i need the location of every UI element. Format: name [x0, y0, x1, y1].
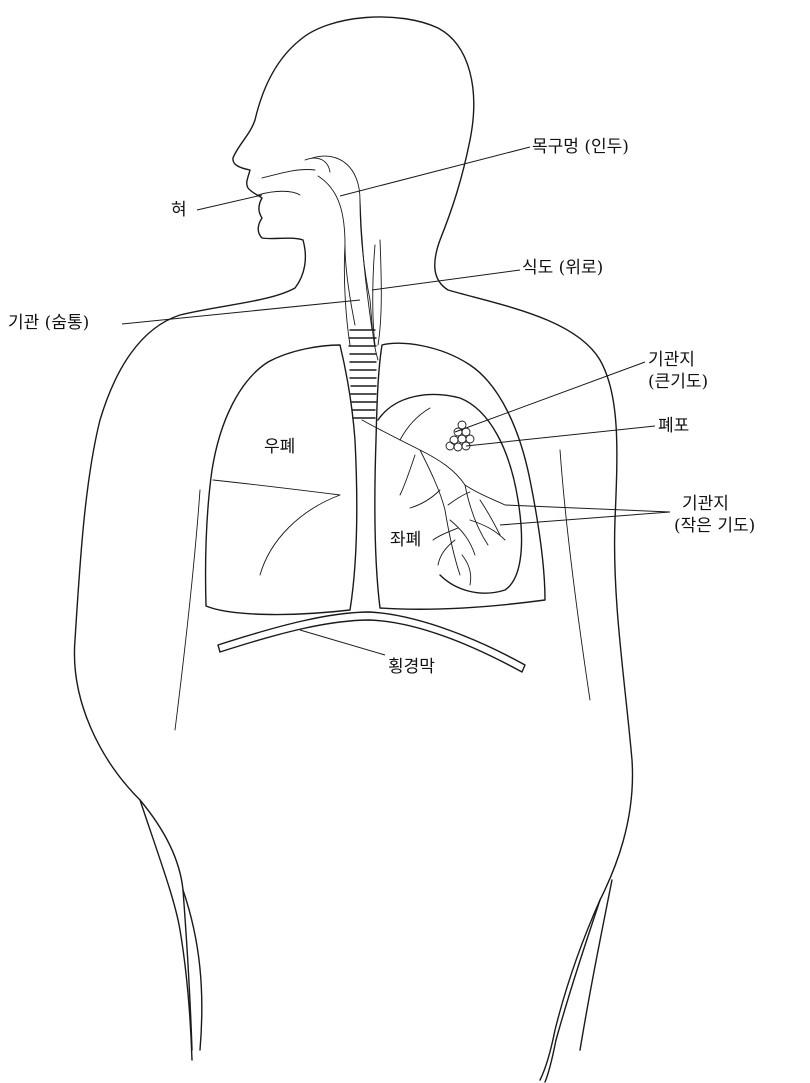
left-inner-arm — [175, 490, 200, 730]
diaphragm-label: 횡경막 — [388, 657, 435, 677]
right-inner-arm — [560, 450, 590, 700]
diaphragm-band — [218, 612, 525, 672]
esophagus-label: 식도 (위로) — [522, 258, 603, 278]
bronchus-label-line2: (큰기도) — [648, 371, 708, 393]
trachea-label: 기관 (숨통) — [8, 313, 89, 333]
face-outline — [74, 40, 305, 1050]
left-lung-label: 좌폐 — [390, 530, 421, 550]
left-lung — [375, 343, 545, 609]
bronchial-tree — [362, 408, 505, 585]
bronchus-label: 기관지 (큰기도) — [648, 349, 708, 393]
bronchiole-label-line1: 기관지 — [674, 493, 755, 515]
bronchus-label-line1: 기관지 — [648, 349, 708, 371]
body-outline — [300, 17, 632, 1080]
right-hand-outline — [545, 880, 612, 1082]
esophagus-tube — [360, 200, 381, 345]
alveoli-label: 폐포 — [658, 416, 689, 436]
left-hand-outline — [140, 800, 202, 1060]
leader-lines — [122, 147, 670, 655]
right-lung-label: 우폐 — [264, 437, 295, 457]
alveoli-cluster — [446, 421, 474, 451]
left-lung-lobe — [378, 394, 522, 593]
bronchiole-label-line2: (작은 기도) — [674, 515, 755, 537]
tongue-label: 혀 — [171, 200, 187, 220]
pharynx-label: 목구멍 (인두) — [532, 137, 629, 157]
right-lung-fissure — [213, 480, 340, 575]
bronchiole-label: 기관지 (작은 기도) — [674, 493, 755, 537]
right-lung — [206, 345, 357, 615]
